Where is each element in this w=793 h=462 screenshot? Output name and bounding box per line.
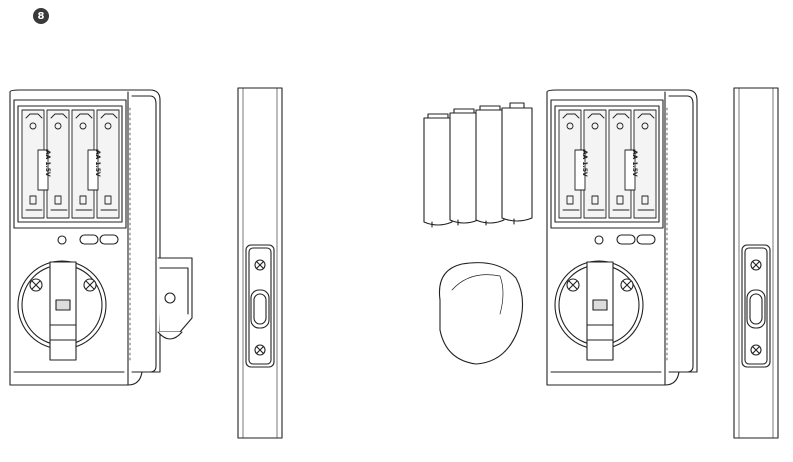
battery-label: AA 1.5V xyxy=(44,150,51,177)
interior-lock-assembly-left xyxy=(9,89,193,386)
step-number: 8 xyxy=(37,10,45,22)
battery-labels-right: AA 1.5V AA 1.5V xyxy=(581,150,638,177)
battery-cover xyxy=(438,262,524,365)
battery-labels-left: AA 1.5V AA 1.5V xyxy=(44,150,101,177)
interior-lock-assembly-right xyxy=(546,89,698,386)
step-number-badge: 8 xyxy=(33,8,49,24)
door-edge-left xyxy=(237,87,283,439)
battery-label: AA 1.5V xyxy=(94,150,101,177)
aa-batteries xyxy=(423,102,533,228)
battery-label: AA 1.5V xyxy=(581,150,588,177)
battery-label: AA 1.5V xyxy=(631,150,638,177)
door-edge-right xyxy=(733,87,779,439)
